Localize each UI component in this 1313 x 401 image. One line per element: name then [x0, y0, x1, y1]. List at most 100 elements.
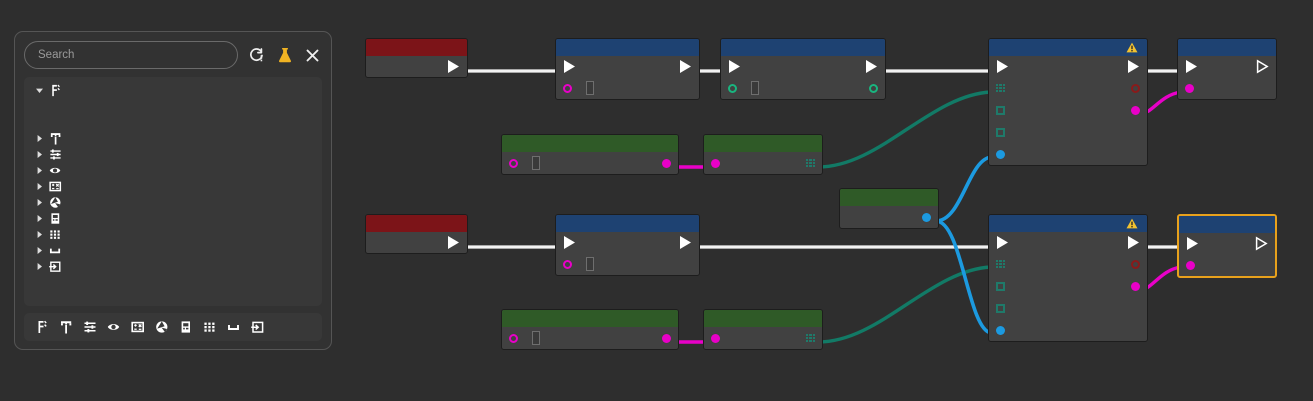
output-port-value[interactable]: [869, 83, 878, 93]
node-print3[interactable]: [555, 214, 700, 276]
exec-out-port[interactable]: [447, 59, 460, 74]
chevron-right-icon[interactable]: [32, 198, 46, 207]
node-header[interactable]: [989, 39, 1147, 56]
refresh-icon[interactable]: [247, 46, 266, 65]
output-port-return[interactable]: [806, 333, 815, 343]
node-print1[interactable]: [555, 38, 700, 100]
component-icon[interactable]: [250, 320, 265, 335]
exec-in-port[interactable]: [563, 59, 576, 74]
exec-out-port[interactable]: [679, 59, 692, 74]
tree-item-connections[interactable]: [24, 210, 322, 226]
input-port-stop-characters[interactable]: [996, 303, 1005, 313]
input-port-payload[interactable]: [996, 259, 1005, 269]
input-port-start-characters[interactable]: [996, 281, 1005, 291]
output-port-success[interactable]: [1131, 259, 1140, 269]
output-port-return[interactable]: [806, 158, 815, 168]
tools-icon[interactable]: [58, 320, 73, 335]
node-palette-panel[interactable]: [14, 31, 332, 350]
tree-item-vision-tools[interactable]: [24, 146, 322, 162]
output-port-message[interactable]: [1131, 105, 1140, 115]
input-port-client[interactable]: [996, 325, 1005, 335]
node-header[interactable]: [704, 310, 822, 327]
apps-grid-icon[interactable]: [202, 320, 217, 335]
exec-out-port[interactable]: [1127, 235, 1140, 250]
tree-item-events[interactable]: [24, 82, 322, 98]
exec-out-port[interactable]: [1127, 59, 1140, 74]
value-field[interactable]: [751, 81, 759, 95]
node-header[interactable]: [704, 135, 822, 152]
output-port-success[interactable]: [1131, 83, 1140, 93]
node-send1[interactable]: [988, 38, 1148, 166]
node-lit1[interactable]: [501, 134, 679, 175]
output-port-return[interactable]: [662, 333, 671, 343]
output-port-tcp-client[interactable]: [922, 212, 931, 222]
exec-out-port[interactable]: [447, 235, 460, 250]
sliders-icon[interactable]: [82, 320, 97, 335]
node-gettcp[interactable]: [839, 188, 939, 229]
output-port-message[interactable]: [1131, 281, 1140, 291]
node-header[interactable]: [366, 215, 467, 232]
input-port-text[interactable]: [1186, 260, 1195, 270]
input-port-value[interactable]: [728, 83, 737, 93]
input-port-value[interactable]: [509, 158, 518, 168]
warning-icon[interactable]: [1126, 42, 1138, 53]
input-port-stop-characters[interactable]: [996, 127, 1005, 137]
node-header[interactable]: [556, 215, 699, 232]
connections-icon[interactable]: [178, 320, 193, 335]
node-header[interactable]: [502, 310, 678, 327]
node-print2[interactable]: [1177, 38, 1277, 100]
input-port-value[interactable]: [711, 158, 720, 168]
exec-in-port[interactable]: [996, 235, 1009, 250]
node-lit2[interactable]: [501, 309, 679, 350]
exec-in-port[interactable]: [563, 235, 576, 250]
node-header[interactable]: [721, 39, 885, 56]
exec-out-port[interactable]: [1256, 59, 1269, 74]
value-field[interactable]: [532, 156, 540, 170]
chevron-right-icon[interactable]: [32, 214, 46, 223]
exec-in-port[interactable]: [996, 59, 1009, 74]
node-header[interactable]: [989, 215, 1147, 232]
tree-item-math[interactable]: [24, 178, 322, 194]
node-category-tree[interactable]: [24, 77, 322, 306]
tree-item-components[interactable]: [24, 258, 322, 274]
value-field[interactable]: [586, 257, 594, 271]
aperture-icon[interactable]: [154, 320, 169, 335]
exec-in-port[interactable]: [1185, 59, 1198, 74]
node-stop[interactable]: [365, 214, 468, 254]
bolt-icon[interactable]: [34, 320, 49, 335]
node-header[interactable]: [366, 39, 467, 56]
close-icon[interactable]: [303, 46, 322, 65]
node-ascii2[interactable]: [703, 309, 823, 350]
node-header[interactable]: [556, 39, 699, 56]
palette-footer-toolbar[interactable]: [24, 313, 322, 341]
value-field[interactable]: [586, 81, 594, 95]
exec-out-port[interactable]: [865, 59, 878, 74]
input-port-value[interactable]: [711, 333, 720, 343]
chevron-down-icon[interactable]: [32, 86, 46, 95]
node-setcnt[interactable]: [720, 38, 886, 100]
eye-icon[interactable]: [106, 320, 121, 335]
warning-icon[interactable]: [1126, 218, 1138, 229]
tree-item-variables[interactable]: [24, 242, 322, 258]
exec-out-port[interactable]: [679, 235, 692, 250]
tree-item-vision[interactable]: [24, 162, 322, 178]
search-input[interactable]: [24, 41, 238, 69]
input-port-payload[interactable]: [996, 83, 1005, 93]
exec-in-port[interactable]: [1186, 236, 1199, 251]
input-port-text[interactable]: [1185, 83, 1194, 93]
tree-item-applications[interactable]: [24, 226, 322, 242]
node-print4[interactable]: [1177, 214, 1277, 278]
tree-item-start[interactable]: [24, 98, 322, 114]
tree-item-hardware[interactable]: [24, 194, 322, 210]
node-header[interactable]: [502, 135, 678, 152]
node-ascii1[interactable]: [703, 134, 823, 175]
chevron-right-icon[interactable]: [32, 230, 46, 239]
math-icon[interactable]: [130, 320, 145, 335]
chevron-right-icon[interactable]: [32, 246, 46, 255]
chevron-right-icon[interactable]: [32, 262, 46, 271]
node-header[interactable]: [1178, 39, 1276, 56]
node-send2[interactable]: [988, 214, 1148, 342]
tree-item-utils[interactable]: [24, 130, 322, 146]
exec-in-port[interactable]: [728, 59, 741, 74]
